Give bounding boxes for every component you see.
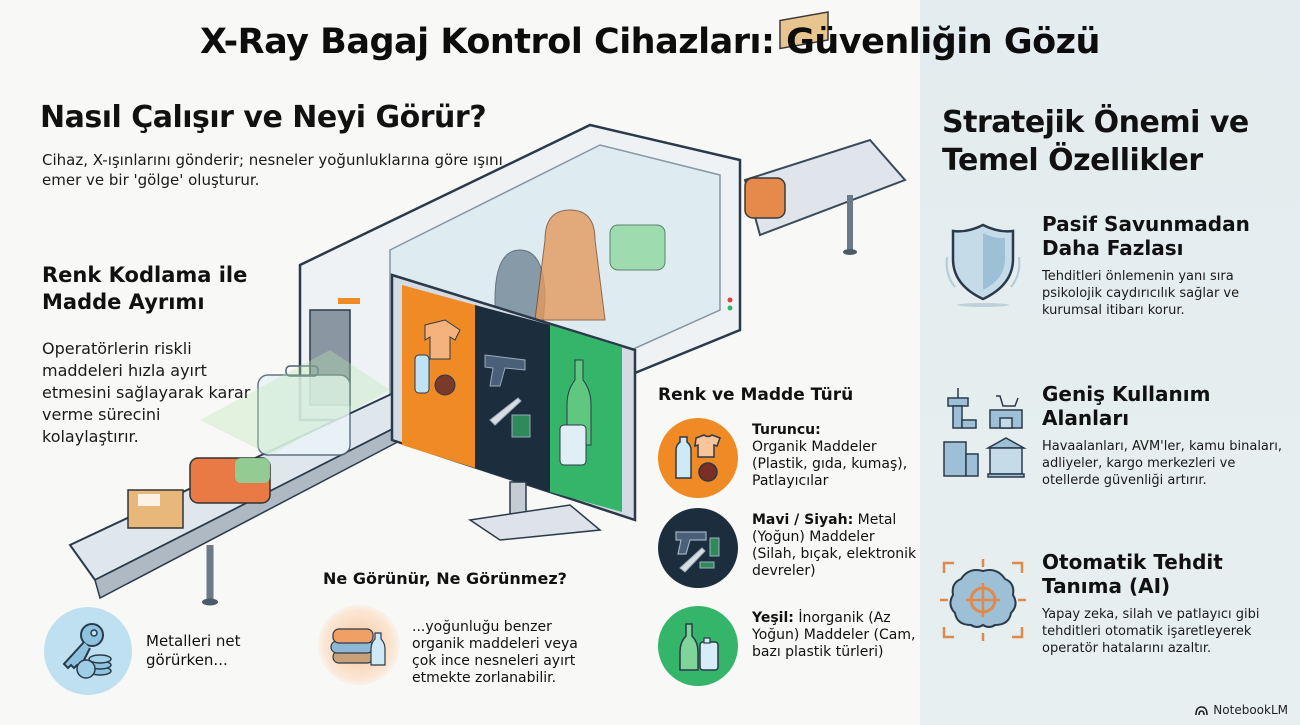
metal-note: Metalleri net görürken...: [44, 607, 256, 695]
gun-knife-circuit-icon: [658, 508, 738, 588]
visibility-row: ...yoğunluğu benzer organik maddeleri ve…: [318, 605, 597, 687]
legend-item-orange: Turuncu:Organik Maddeler (Plastik, gıda,…: [658, 418, 922, 498]
how-it-works-heading: Nasıl Çalışır ve Neyi Görür?: [40, 100, 487, 135]
legend-desc-orange: Organik Maddeler (Plastik, gıda, kumaş),…: [752, 439, 908, 489]
legend-text-navy: Mavi / Siyah: Metal (Yoğun) Maddeler (Si…: [752, 512, 922, 580]
feature-passive-defense: Pasif Savunmadan Daha Fazlası Tehditleri…: [935, 212, 1287, 319]
feature-text: Havaalanları, AVM'ler, kamu binaları, ad…: [1042, 439, 1282, 488]
feature-ai-detection: Otomatik Tehdit Tanıma (AI) Yapay zeka, …: [935, 550, 1287, 657]
folded-clothes-bottle-icon: [318, 605, 400, 685]
bottle-shirt-bomb-icon: [658, 418, 738, 498]
notebooklm-logo-icon: [1195, 705, 1209, 715]
key-coins-icon: [44, 607, 132, 695]
shield-icon: [935, 212, 1030, 312]
feature-wide-usage: Geniş Kullanım Alanları Havaalanları, AV…: [935, 382, 1287, 489]
legend-text-orange: Turuncu:Organik Maddeler (Plastik, gıda,…: [752, 422, 922, 490]
feature-title: Pasif Savunmadan Daha Fazlası: [1042, 212, 1250, 260]
legend-label-navy: Mavi / Siyah:: [752, 512, 854, 528]
how-it-works-text: Cihaz, X-ışınlarını gönderir; nesneler y…: [42, 151, 503, 189]
visibility-text: ...yoğunluğu benzer organik maddeleri ve…: [412, 619, 578, 686]
feature-text: Yapay zeka, silah ve patlayıcı gibi tehd…: [1042, 607, 1260, 656]
visibility-heading: Ne Görünür, Ne Görünmez?: [323, 569, 567, 588]
legend-item-navy: Mavi / Siyah: Metal (Yoğun) Maddeler (Si…: [658, 508, 922, 588]
metal-note-text: Metalleri net görürken...: [146, 632, 241, 669]
feature-title: Otomatik Tehdit Tanıma (AI): [1042, 550, 1223, 598]
feature-title: Geniş Kullanım Alanları: [1042, 382, 1211, 430]
legend-item-green: Yeşil: İnorganik (Az Yoğun) Maddeler (Ca…: [658, 606, 922, 686]
brand-watermark: NotebookLM: [1195, 703, 1288, 717]
monitor: [390, 273, 637, 541]
color-coding-text: Operatörlerin riskli maddeleri hızla ayı…: [42, 339, 251, 446]
legend-text-green: Yeşil: İnorganik (Az Yoğun) Maddeler (Ca…: [752, 610, 922, 661]
legend-desc-green: İnorganik (Az Yoğun) Maddeler (Cam, bazı…: [752, 610, 916, 660]
strategic-heading: Stratejik Önemi ve Temel Özellikler: [942, 105, 1249, 178]
brain-target-icon: [935, 550, 1030, 650]
legend-desc-navy: Metal (Yoğun) Maddeler (Silah, bıçak, el…: [752, 512, 917, 579]
glass-bottle-jerrycan-icon: [658, 606, 738, 686]
main-title: X-Ray Bagaj Kontrol Cihazları: Güvenliği…: [200, 22, 1100, 62]
brand-label: NotebookLM: [1213, 703, 1288, 717]
legend-label-green: Yeşil:: [752, 610, 794, 626]
legend-label-orange: Turuncu:: [752, 422, 821, 438]
feature-text: Tehditleri önlemenin yanı sıra psikoloji…: [1042, 269, 1240, 318]
buildings-icon: [935, 382, 1030, 482]
legend-title: Renk ve Madde Türü: [658, 385, 854, 405]
color-coding-heading: Renk Kodlama ile Madde Ayrımı: [42, 263, 248, 314]
